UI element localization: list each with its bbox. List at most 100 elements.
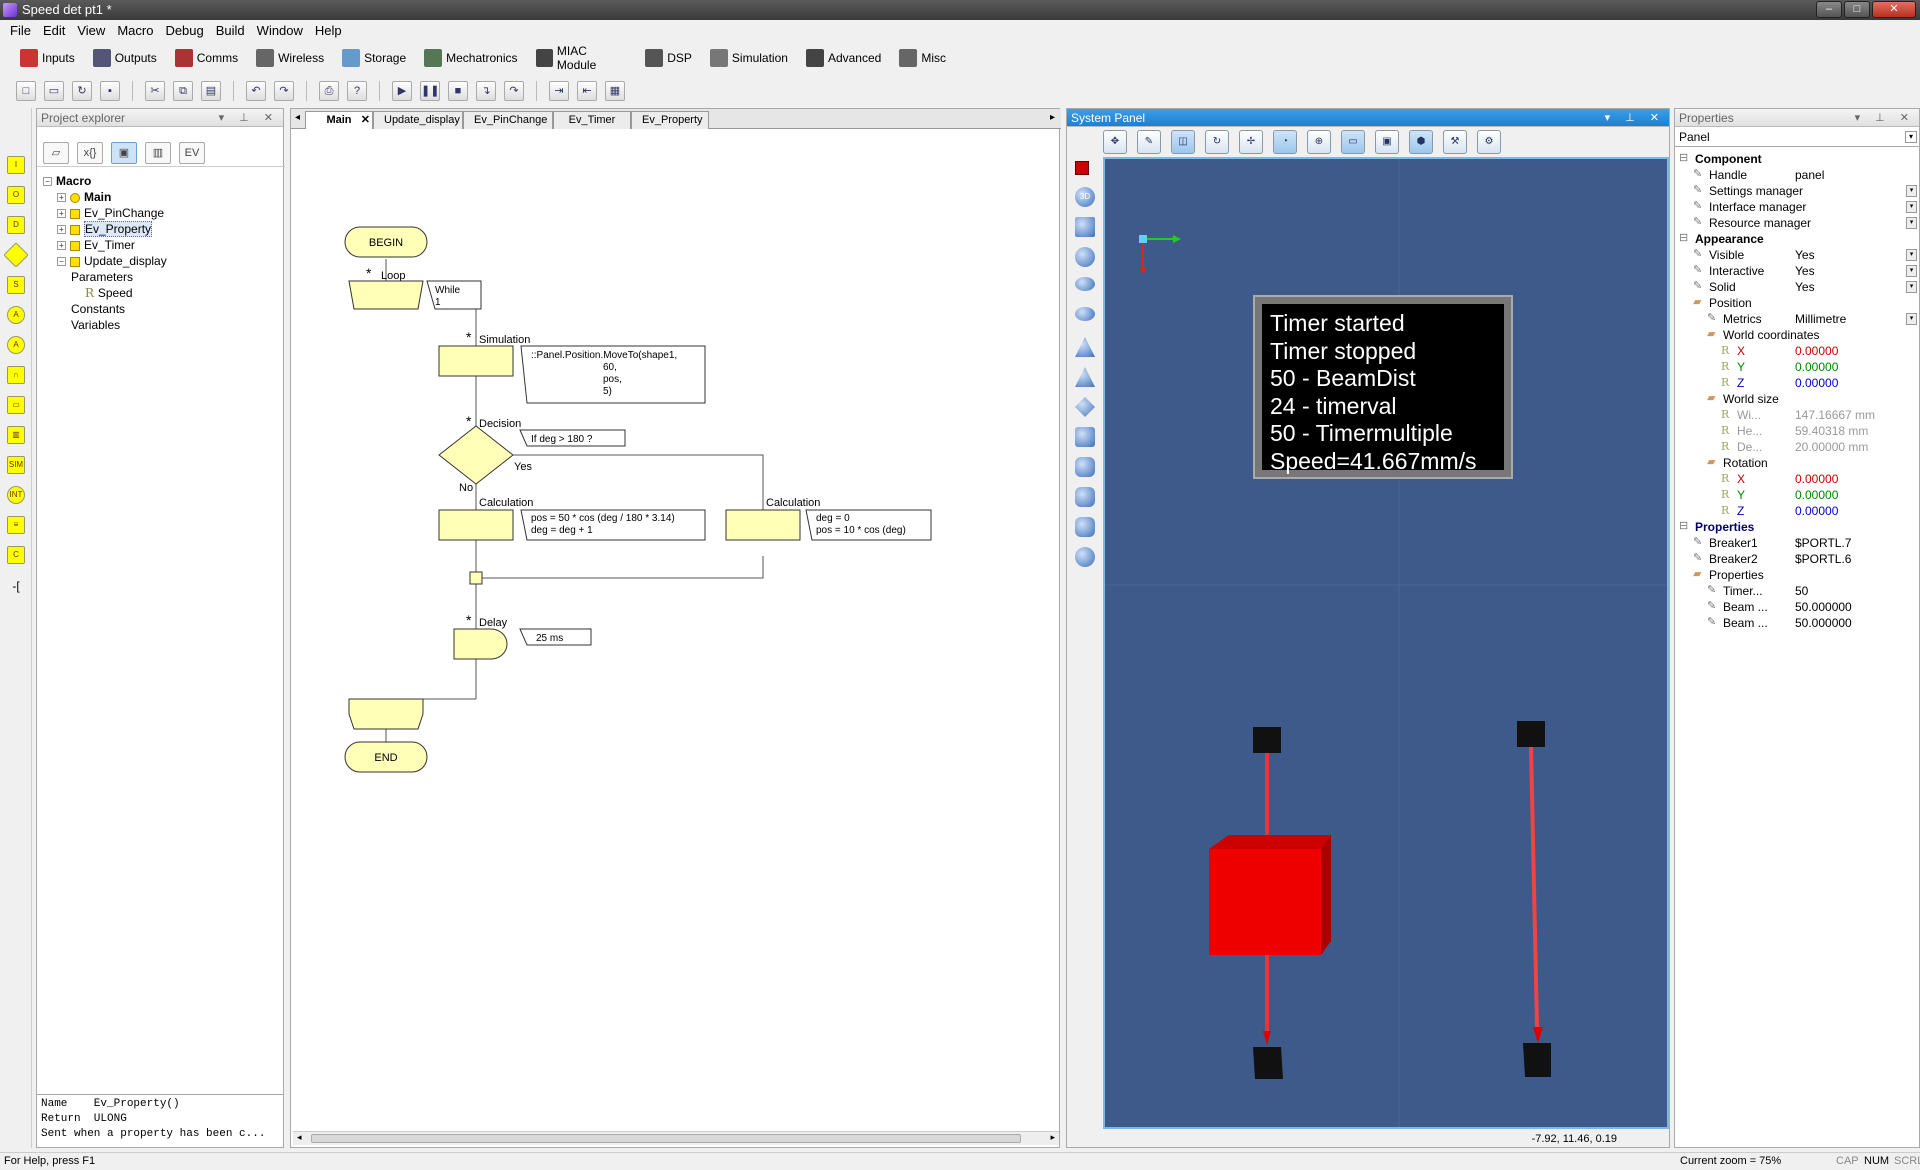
toolbar-comms-button[interactable]: Comms bbox=[167, 46, 246, 70]
pencil-icon[interactable]: ✎ bbox=[1137, 130, 1161, 154]
property-row[interactable]: ✎Beam ...50.000000 bbox=[1675, 615, 1920, 631]
end-terminal[interactable]: END bbox=[344, 741, 428, 773]
interrupt-icon[interactable]: INT bbox=[7, 486, 25, 504]
property-value[interactable]: 59.40318 mm bbox=[1795, 424, 1869, 438]
tree-item[interactable]: +Ev_Timer bbox=[43, 237, 167, 253]
chip-icon[interactable]: ▦ bbox=[605, 81, 625, 101]
expand-icon[interactable]: + bbox=[57, 225, 66, 235]
octahedron-shape-icon[interactable] bbox=[1075, 397, 1095, 417]
move-icon[interactable]: ✥ bbox=[1103, 130, 1127, 154]
pan-icon[interactable]: ✢ bbox=[1239, 130, 1263, 154]
calculation-icon[interactable]: ▭ bbox=[7, 396, 25, 414]
3d-icon[interactable]: 3D bbox=[1075, 187, 1095, 207]
gear-icon[interactable]: ⚙ bbox=[1477, 130, 1501, 154]
tree-item[interactable]: +Ev_PinChange bbox=[43, 205, 167, 221]
explorer-tab-3[interactable]: ▥ bbox=[145, 141, 171, 164]
pyramid-shape-icon[interactable] bbox=[1075, 367, 1095, 387]
stop-icon[interactable]: ■ bbox=[448, 81, 468, 101]
chevron-down-icon[interactable]: ▾ bbox=[1906, 313, 1917, 325]
menu-item-help[interactable]: Help bbox=[314, 23, 342, 38]
tab-ev-timer[interactable]: Ev_Timer bbox=[553, 111, 631, 129]
input-icon[interactable]: I bbox=[7, 156, 25, 174]
connection-icon[interactable]: A bbox=[7, 336, 25, 354]
menu-item-edit[interactable]: Edit bbox=[42, 23, 66, 38]
color-swatch[interactable] bbox=[1075, 161, 1089, 175]
property-row[interactable]: ⊟Component bbox=[1675, 151, 1920, 167]
chevron-down-icon[interactable]: ▾ bbox=[1905, 131, 1917, 143]
property-value[interactable]: Yes bbox=[1795, 264, 1815, 278]
component-select[interactable]: Panel ▾ bbox=[1675, 127, 1920, 147]
upload-icon[interactable]: ⇤ bbox=[577, 81, 597, 101]
redo-icon[interactable]: ↷ bbox=[274, 81, 294, 101]
expand-icon[interactable]: − bbox=[57, 257, 66, 267]
open-folder-icon[interactable]: ▭ bbox=[44, 81, 64, 101]
toolbar-storage-button[interactable]: Storage bbox=[334, 46, 414, 70]
cut-icon[interactable]: ✂ bbox=[145, 81, 165, 101]
tab-update-display[interactable]: Update_display bbox=[373, 111, 463, 129]
loop-icon[interactable]: A bbox=[7, 306, 25, 324]
close-tab-icon[interactable]: ✕ bbox=[360, 114, 370, 126]
sphere-shape-icon[interactable] bbox=[1075, 247, 1095, 267]
property-value[interactable]: 50.000000 bbox=[1795, 616, 1852, 630]
property-value[interactable]: 0.00000 bbox=[1795, 504, 1839, 518]
help-icon[interactable]: ? bbox=[347, 81, 367, 101]
menu-item-file[interactable]: File bbox=[10, 23, 31, 38]
rotate-icon[interactable]: ↻ bbox=[1205, 130, 1229, 154]
toolbar-miac-module-button[interactable]: MIAC Module bbox=[528, 44, 636, 72]
tab-scroll-right-icon[interactable]: ▸ bbox=[1049, 112, 1055, 123]
property-value[interactable]: $PORTL.7 bbox=[1795, 536, 1852, 550]
macro-icon[interactable]: ▥ bbox=[7, 426, 25, 444]
horizontal-scrollbar[interactable]: ◂ ▸ bbox=[293, 1131, 1059, 1145]
panel-header-buttons[interactable]: ▾ ⊥ ✕ bbox=[218, 112, 279, 124]
toolbar-outputs-button[interactable]: Outputs bbox=[85, 46, 165, 70]
calculation-block-yes[interactable]: Calculation deg = 0 pos = 10 * cos (deg) bbox=[725, 497, 932, 541]
property-value[interactable]: 0.00000 bbox=[1795, 376, 1839, 390]
expand-icon[interactable]: + bbox=[57, 209, 66, 219]
tree-item[interactable]: +Ev_Property bbox=[43, 221, 167, 237]
chevron-down-icon[interactable]: ▾ bbox=[1906, 281, 1917, 293]
property-value[interactable]: 147.16667 mm bbox=[1795, 408, 1876, 422]
property-row[interactable]: ✎Timer...50 bbox=[1675, 583, 1920, 599]
comment-icon[interactable]: C bbox=[7, 546, 25, 564]
close-button[interactable]: ✕ bbox=[1872, 1, 1916, 18]
property-row[interactable]: ✎Beam ...50.000000 bbox=[1675, 599, 1920, 615]
property-value[interactable]: 0.00000 bbox=[1795, 360, 1839, 374]
explorer-tab-0[interactable]: ▱ bbox=[43, 141, 69, 164]
toolbar-advanced-button[interactable]: Advanced bbox=[798, 46, 889, 70]
property-value[interactable]: 50.000000 bbox=[1795, 600, 1852, 614]
toolbar-inputs-button[interactable]: Inputs bbox=[12, 46, 83, 70]
toolbar-dsp-button[interactable]: DSP bbox=[637, 46, 700, 70]
begin-terminal[interactable]: BEGIN bbox=[344, 226, 428, 258]
maximize-button[interactable]: □ bbox=[1844, 1, 1870, 18]
step-over-icon[interactable]: ↷ bbox=[504, 81, 524, 101]
tree-item[interactable]: Parameters bbox=[43, 269, 167, 285]
property-row[interactable]: ▰Position bbox=[1675, 295, 1920, 311]
decision-block[interactable]: * Decision If deg > 180 ? Yes No bbox=[438, 413, 626, 494]
cube-view-icon[interactable]: ⬢ bbox=[1409, 130, 1433, 154]
step-into-icon[interactable]: ↴ bbox=[476, 81, 496, 101]
property-value[interactable]: 0.00000 bbox=[1795, 344, 1839, 358]
property-row[interactable]: ✎Interface manager▾ bbox=[1675, 199, 1920, 215]
bracket-icon[interactable]: -[ bbox=[12, 579, 20, 593]
explorer-tab-4[interactable]: EV bbox=[179, 141, 205, 164]
property-row[interactable]: ✎Breaker2$PORTL.6 bbox=[1675, 551, 1920, 567]
camera-icon[interactable]: ▭ bbox=[1341, 130, 1365, 154]
tab-ev-pinchange[interactable]: Ev_PinChange bbox=[463, 111, 553, 129]
prism-shape-icon[interactable] bbox=[1075, 427, 1095, 447]
calculation-block-no[interactable]: Calculation pos = 50 * cos (deg / 180 * … bbox=[438, 497, 706, 541]
loop-end-block[interactable] bbox=[348, 698, 424, 730]
property-row[interactable]: ✎Breaker1$PORTL.7 bbox=[1675, 535, 1920, 551]
pause-icon[interactable]: ❚❚ bbox=[420, 81, 440, 101]
property-value[interactable]: 0.00000 bbox=[1795, 488, 1839, 502]
expand-icon[interactable]: − bbox=[43, 177, 52, 187]
tree-item[interactable]: R Speed bbox=[43, 285, 167, 301]
